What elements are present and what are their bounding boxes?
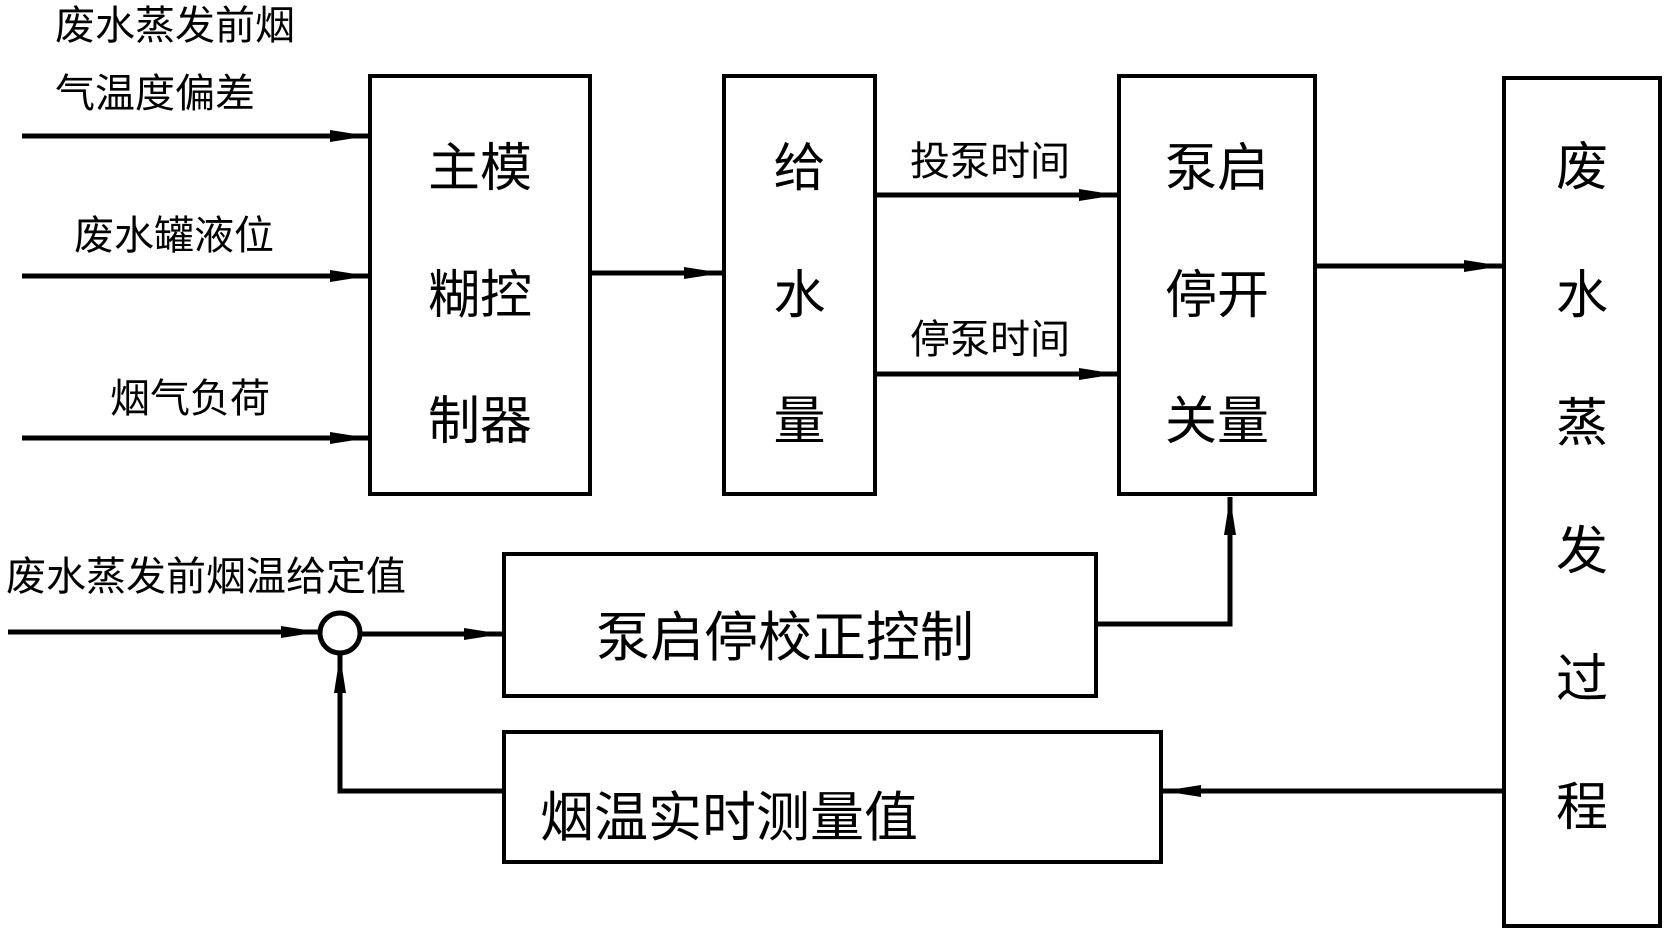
realtime-measurement-label: 烟温实时测量值 <box>540 786 918 849</box>
realtime-measurement-block: 烟温实时测量值 <box>502 730 1163 864</box>
deviation-label-line2: 气温度偏差 <box>55 71 255 117</box>
pump-on-time-label: 投泵时间 <box>910 139 1070 185</box>
deviation-label-line1: 废水蒸发前烟 <box>55 3 295 49</box>
process-char-3: 蒸 <box>1555 394 1608 454</box>
main-fuzzy-line2: 糊控 <box>427 266 532 326</box>
pump-switch-line1: 泵启 <box>1164 139 1269 199</box>
summing-junction <box>317 610 363 656</box>
water-supply-line1: 给 <box>773 139 826 199</box>
arrow-correction-to-switch <box>1098 497 1236 627</box>
water-supply-line2: 水 <box>773 266 826 326</box>
main-fuzzy-controller-block: 主模 糊控 制器 <box>368 74 592 496</box>
tank-level-label: 废水罐液位 <box>74 213 274 259</box>
evaporation-process-block: 废 水 蒸 发 过 程 <box>1502 76 1662 928</box>
pump-switch-block: 泵启 停开 关量 <box>1117 74 1317 496</box>
correction-control-block: 泵启停校正控制 <box>502 552 1098 698</box>
pump-switch-line2: 停开 <box>1164 266 1269 326</box>
main-fuzzy-line1: 主模 <box>427 139 532 199</box>
process-char-4: 发 <box>1555 522 1608 582</box>
pump-off-time-label: 停泵时间 <box>910 317 1070 363</box>
water-supply-line3: 量 <box>773 392 826 452</box>
process-char-6: 程 <box>1555 778 1608 838</box>
pump-switch-line3: 关量 <box>1164 392 1269 452</box>
process-char-1: 废 <box>1555 138 1608 198</box>
process-char-5: 过 <box>1555 650 1608 710</box>
process-char-2: 水 <box>1555 266 1608 326</box>
water-supply-block: 给 水 量 <box>722 74 877 496</box>
main-fuzzy-line3: 制器 <box>427 392 532 452</box>
arrow-measurement-to-sum <box>334 655 502 794</box>
flue-gas-load-label: 烟气负荷 <box>110 376 270 422</box>
temp-setpoint-label: 废水蒸发前烟温给定值 <box>6 554 406 600</box>
correction-control-label: 泵启停校正控制 <box>596 606 974 669</box>
